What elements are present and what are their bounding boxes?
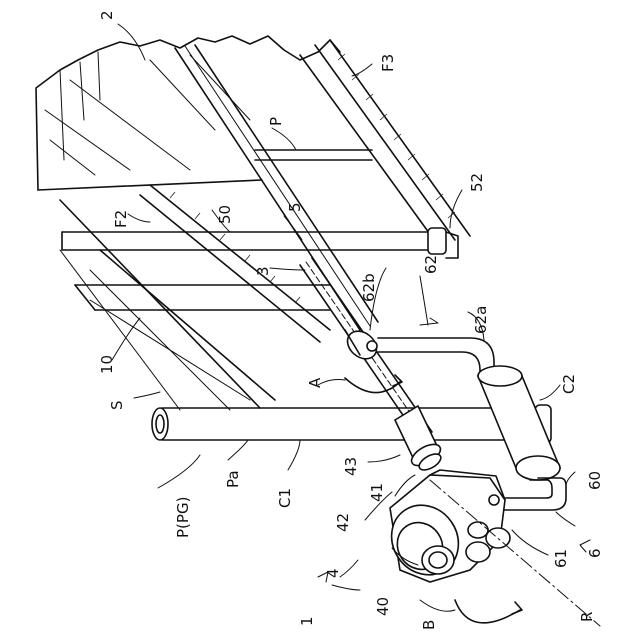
label-5: 5 bbox=[286, 202, 304, 212]
label-1: 1 bbox=[298, 616, 316, 626]
label-62b: 62b bbox=[360, 273, 378, 302]
label-50: 50 bbox=[216, 205, 234, 224]
label-B: B bbox=[420, 620, 438, 630]
label-42: 42 bbox=[334, 513, 352, 532]
label-P-top: P bbox=[267, 117, 285, 126]
label-41: 41 bbox=[368, 483, 386, 502]
surface-S bbox=[60, 250, 250, 410]
clamp-62b bbox=[342, 326, 382, 365]
reference-labels: 2 F3 P 52 F2 50 5 3 62 62b 10 62a S A C2… bbox=[98, 10, 604, 630]
label-Pa: Pa bbox=[224, 470, 242, 488]
label-52: 52 bbox=[468, 173, 486, 192]
label-62: 62 bbox=[422, 255, 440, 274]
label-43: 43 bbox=[342, 457, 360, 476]
label-A: A bbox=[306, 377, 324, 388]
label-F2: F2 bbox=[112, 210, 130, 228]
label-40: 40 bbox=[374, 597, 392, 616]
rotation-arrow-A bbox=[345, 375, 402, 393]
label-S: S bbox=[108, 400, 126, 410]
label-2: 2 bbox=[98, 10, 116, 20]
label-10: 10 bbox=[98, 355, 116, 374]
label-F3: F3 bbox=[379, 54, 397, 72]
motor-unit-4 bbox=[378, 470, 510, 588]
label-R: R bbox=[578, 612, 596, 622]
label-4: 4 bbox=[324, 568, 342, 578]
arm-62 bbox=[378, 338, 494, 376]
label-C2: C2 bbox=[560, 374, 578, 394]
label-P-PG: P(PG) bbox=[174, 497, 192, 538]
pipe-Pa bbox=[152, 405, 551, 443]
label-6: 6 bbox=[586, 548, 604, 558]
panel-2 bbox=[36, 36, 340, 190]
label-3: 3 bbox=[254, 266, 272, 276]
label-61: 61 bbox=[552, 549, 570, 568]
label-60: 60 bbox=[586, 471, 604, 490]
pipe-P-top bbox=[255, 150, 372, 160]
label-C1: C1 bbox=[276, 488, 294, 508]
pipe-52 bbox=[62, 228, 458, 258]
label-62a: 62a bbox=[472, 306, 490, 334]
beam-10 bbox=[75, 285, 330, 310]
arm-60 bbox=[500, 478, 566, 510]
